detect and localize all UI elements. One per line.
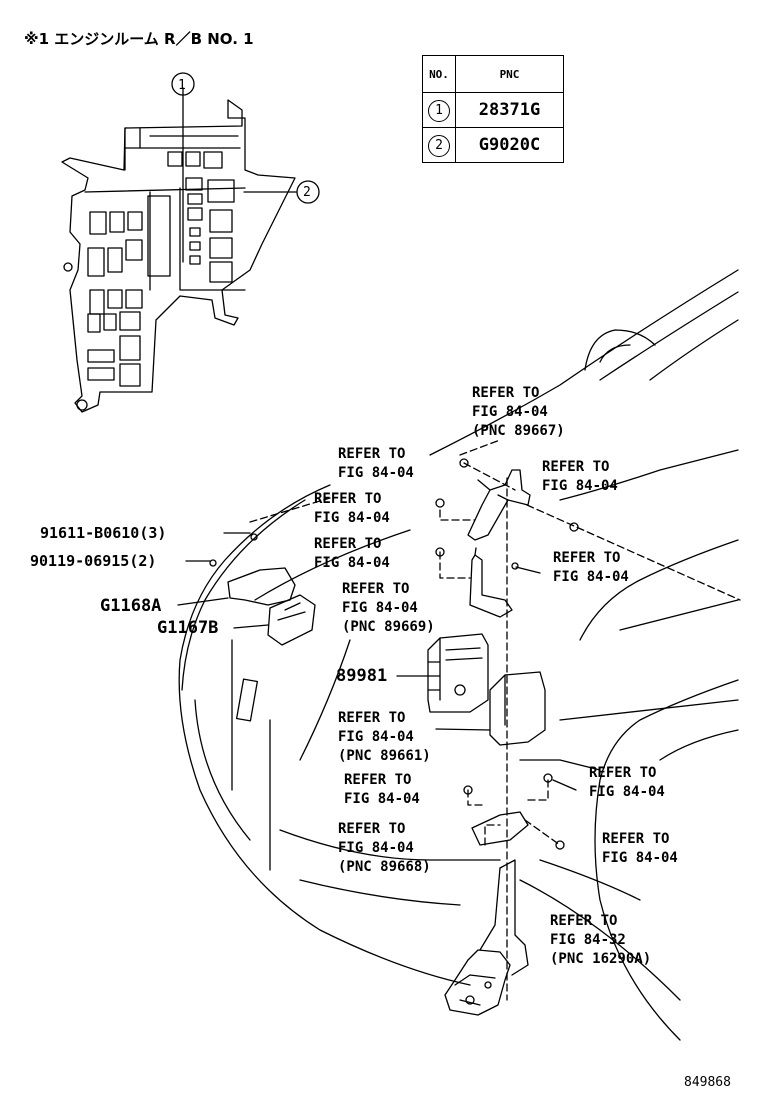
callout-1-label: 1: [178, 78, 186, 93]
col-no-header: NO.: [422, 55, 456, 93]
col-pnc-header: PNC: [455, 55, 564, 93]
refer-label: REFER TO FIG 84-04: [602, 831, 678, 866]
callout-circles: [171, 72, 320, 204]
relay-block-drawing: [61, 87, 297, 413]
refer-label: REFER TO FIG 84-32 (PNC 16290A): [550, 913, 652, 967]
row-number: 2: [428, 134, 450, 157]
refer-label: REFER TO FIG 84-04 (PNC 89668): [338, 821, 431, 875]
refer-label: REFER TO FIG 84-04: [314, 491, 390, 526]
pnc-table: NO. PNC 1 28371G 2 G9020C: [422, 55, 564, 163]
refer-label: REFER TO FIG 84-04 (PNC 89661): [338, 710, 431, 764]
refer-label: REFER TO FIG 84-04: [589, 765, 665, 800]
part-number-label: G1167B: [157, 618, 219, 638]
upper-bracket-drawing: [435, 458, 579, 618]
table-row: 2 G9020C: [422, 127, 564, 163]
table-row: 1 28371G: [422, 92, 564, 128]
leader-lines: [177, 532, 577, 791]
refer-label: REFER TO FIG 84-04: [344, 772, 420, 807]
pnc-cell: 28371G: [455, 92, 564, 128]
refer-label: REFER TO FIG 84-04: [338, 446, 414, 481]
diagram-header: ※1 エンジンルーム R／B NO. 1: [24, 30, 254, 48]
connector-assembly-drawing: [209, 533, 316, 646]
dashed-leader-lines: [249, 439, 741, 1001]
callout-2-label: 2: [303, 185, 311, 200]
refer-label: REFER TO FIG 84-04 (PNC 89667): [472, 385, 565, 439]
part-number-label: 91611-B0610(3): [40, 524, 167, 542]
vehicle-outline-drawing: [178, 269, 739, 1041]
row-number: 1: [428, 99, 450, 122]
pnc-cell: G9020C: [455, 127, 564, 163]
part-number-label: 89981: [336, 666, 388, 686]
part-number-label: G1168A: [100, 596, 162, 616]
part-number-label: 90119-06915(2): [30, 552, 157, 570]
figure-number: 849868: [684, 1075, 731, 1090]
refer-label: REFER TO FIG 84-04 (PNC 89669): [342, 581, 435, 635]
refer-label: REFER TO FIG 84-04: [542, 459, 618, 494]
ecu-module-drawing: [427, 633, 546, 746]
lower-bracket-drawing: [444, 773, 565, 1016]
refer-label: REFER TO FIG 84-04: [553, 550, 629, 585]
refer-label: REFER TO FIG 84-04: [314, 536, 390, 571]
